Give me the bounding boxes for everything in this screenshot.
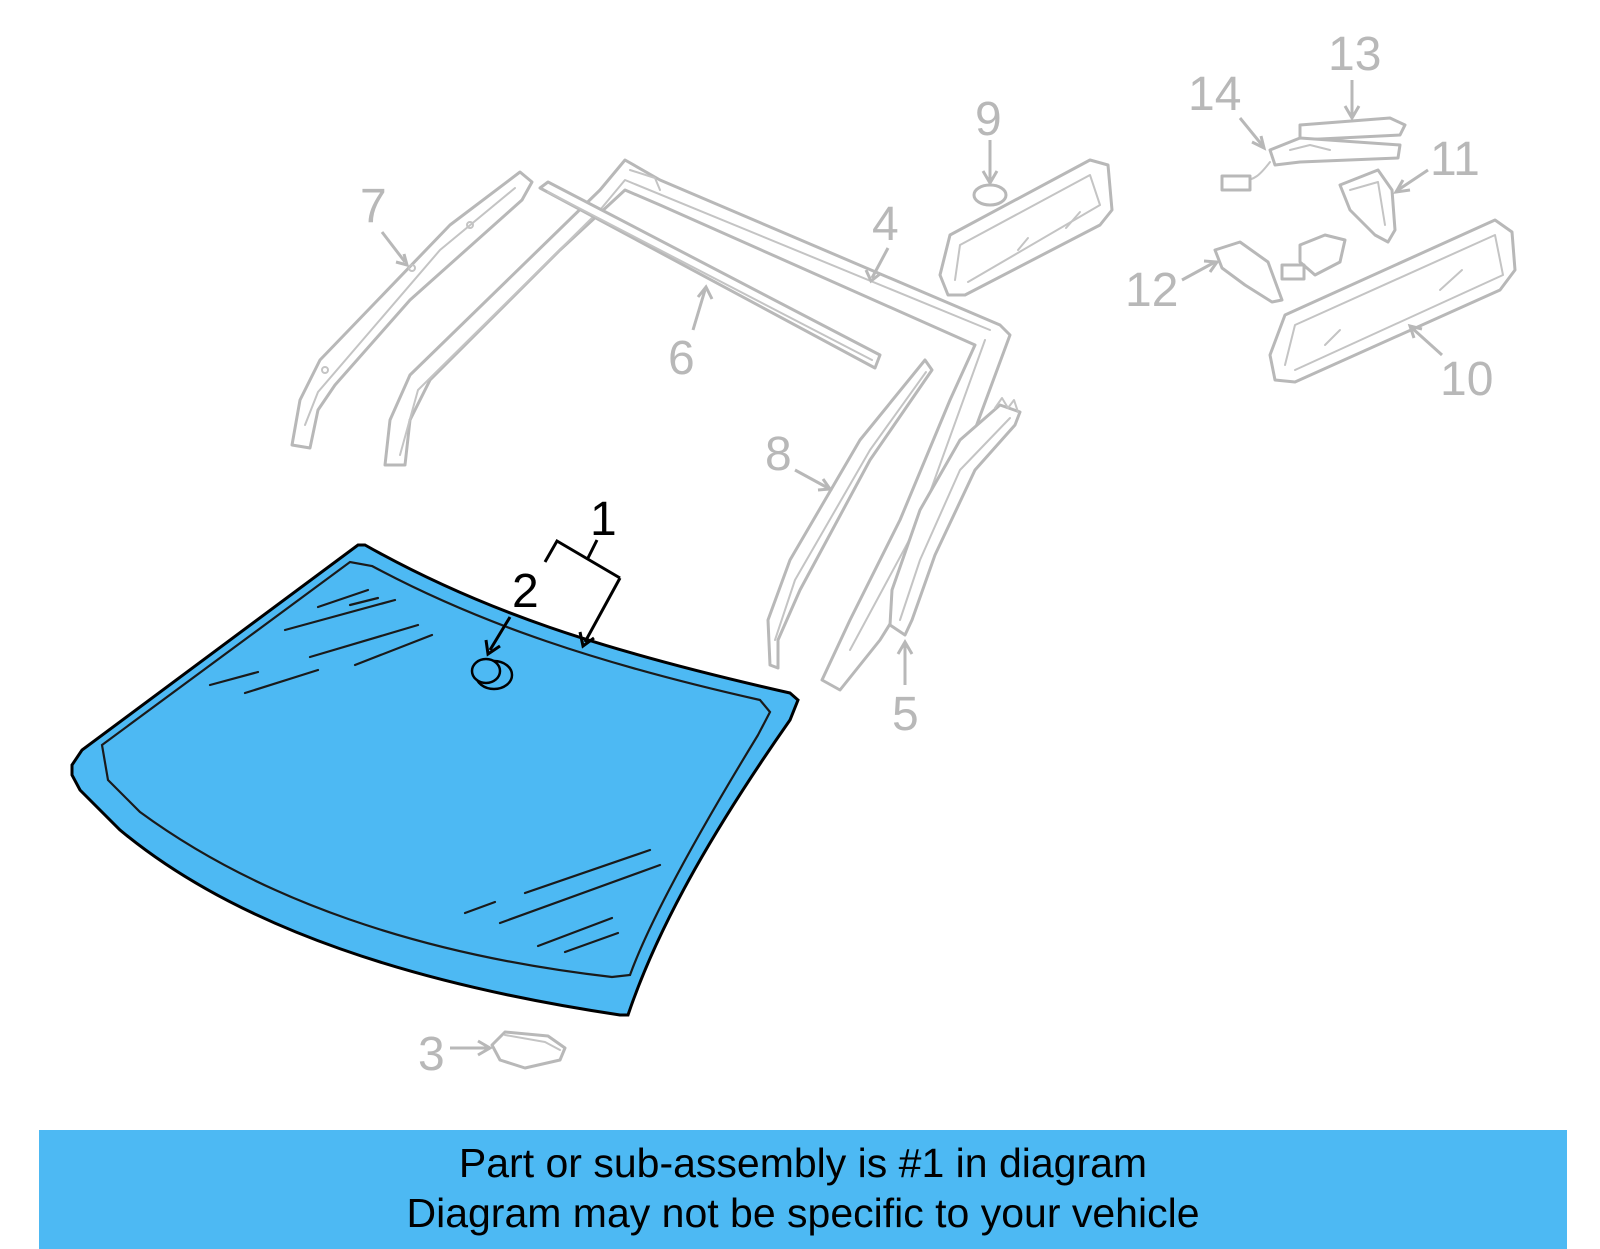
svg-text:13: 13 xyxy=(1328,28,1381,81)
mirror-button-part-2 xyxy=(470,657,514,691)
mirror-part-9 xyxy=(938,158,1114,297)
svg-text:3: 3 xyxy=(418,1028,445,1081)
callout-5: 5 xyxy=(892,639,919,741)
mirror-part-10 xyxy=(1268,218,1517,384)
svg-text:9: 9 xyxy=(975,93,1002,146)
callout-13: 13 xyxy=(1328,28,1381,121)
wiring-part-14 xyxy=(1220,161,1271,192)
callout-2: 2 xyxy=(484,565,539,657)
header-moulding-part-6 xyxy=(538,180,882,370)
pillar-trim-part-7 xyxy=(290,170,534,450)
mount-bracket-part-13 xyxy=(1268,116,1407,167)
pillar-seal-part-5 xyxy=(888,397,1022,637)
windshield-part-1 xyxy=(70,543,800,1017)
callout-14: 14 xyxy=(1188,68,1267,151)
callout-8: 8 xyxy=(765,428,833,492)
svg-text:8: 8 xyxy=(765,428,792,481)
svg-text:6: 6 xyxy=(668,332,695,385)
callout-11: 11 xyxy=(1393,133,1480,194)
svg-text:12: 12 xyxy=(1125,264,1178,317)
svg-text:14: 14 xyxy=(1188,68,1241,121)
callout-1: 1 xyxy=(543,493,622,649)
cover-part-11 xyxy=(1338,168,1397,244)
callout-4: 4 xyxy=(864,198,899,284)
callout-10: 10 xyxy=(1407,323,1493,406)
callout-7: 7 xyxy=(360,180,410,268)
pillar-moulding-part-8 xyxy=(766,358,934,670)
svg-text:1: 1 xyxy=(590,493,617,546)
cover-part-12 xyxy=(1213,233,1347,304)
svg-text:7: 7 xyxy=(360,180,387,233)
banner-line-2: Diagram may not be specific to your vehi… xyxy=(406,1190,1200,1236)
spacer-part-3 xyxy=(490,1030,567,1070)
callout-6: 6 xyxy=(668,284,714,385)
callout-12: 12 xyxy=(1125,259,1220,317)
svg-text:11: 11 xyxy=(1430,133,1480,186)
svg-text:10: 10 xyxy=(1440,353,1493,406)
callout-9: 9 xyxy=(975,93,1002,186)
callout-3: 3 xyxy=(418,1028,493,1081)
info-banner: Part or sub-assembly is #1 in diagram Di… xyxy=(39,1130,1567,1249)
svg-text:5: 5 xyxy=(892,688,919,741)
svg-text:4: 4 xyxy=(872,198,899,251)
svg-text:2: 2 xyxy=(512,565,539,618)
banner-line-1: Part or sub-assembly is #1 in diagram xyxy=(458,1140,1148,1186)
